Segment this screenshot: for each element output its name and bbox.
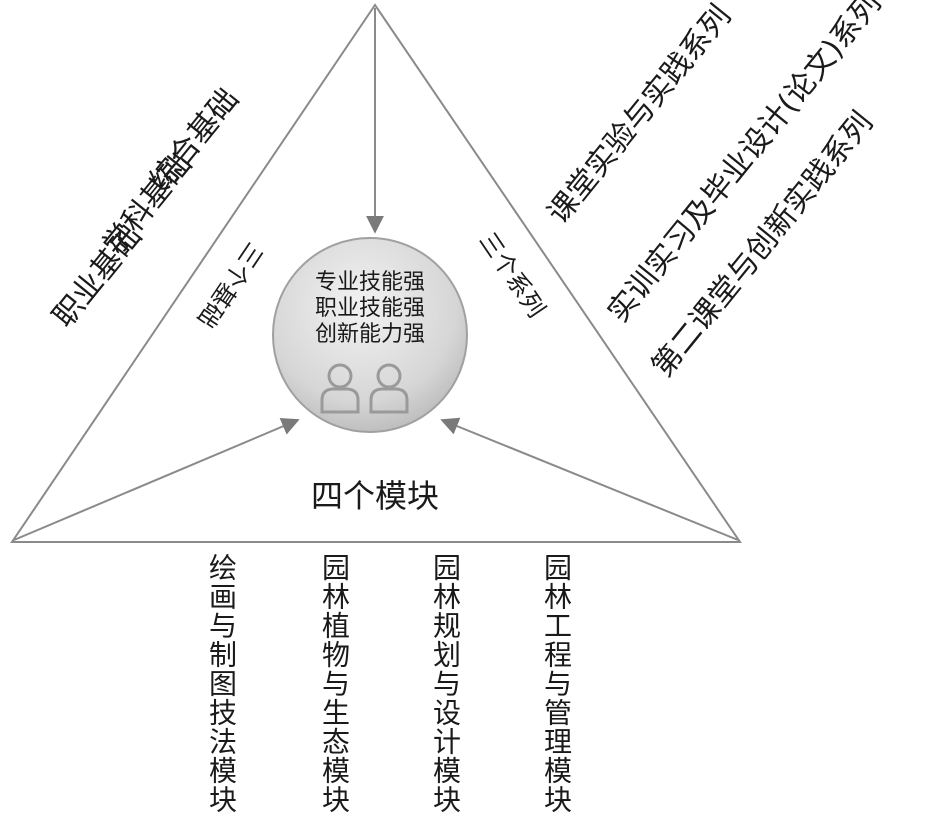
center-text: 专业技能强 职业技能强 创新能力强 [275, 270, 465, 348]
modules-title: 四个模块 [310, 477, 439, 515]
center-line: 职业技能强 [314, 296, 425, 321]
center-circle [272, 237, 468, 433]
module-planning: 园林规划与设计模块 [429, 553, 462, 814]
module-drawing: 绘画与制图技法模块 [205, 553, 238, 814]
arrow-left [13, 418, 300, 541]
module-plants: 园林植物与生态模块 [318, 553, 351, 814]
center-line: 专业技能强 [314, 270, 425, 295]
arrow-right [440, 417, 739, 541]
two-people-icon [320, 363, 409, 414]
outer-triangle [10, 3, 742, 543]
module-engineering: 园林工程与管理模块 [540, 553, 573, 814]
center-line: 创新能力强 [314, 322, 425, 347]
